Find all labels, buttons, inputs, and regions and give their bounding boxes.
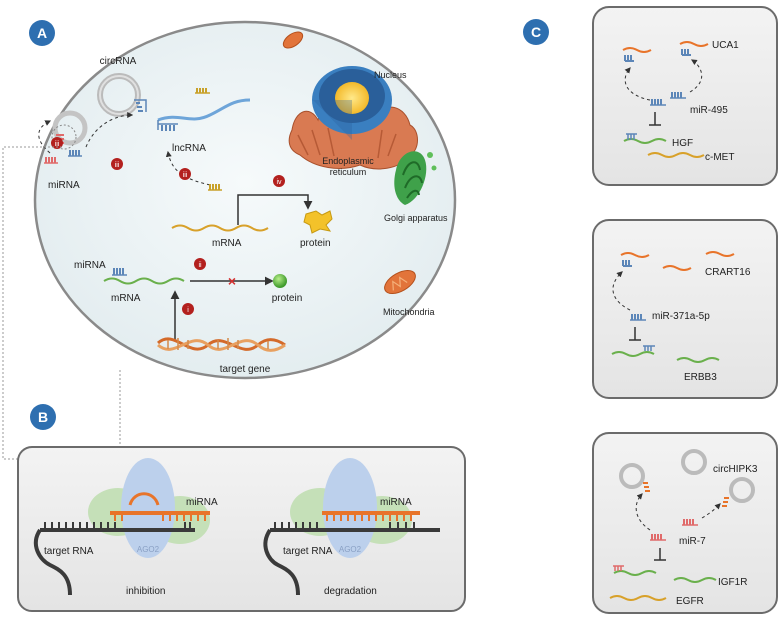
step-iii-left-2: iii bbox=[111, 158, 123, 170]
golgi-apparatus bbox=[394, 151, 437, 205]
blocked-mark: × bbox=[228, 273, 236, 289]
label-lncrna: lncRNA bbox=[172, 143, 206, 154]
svg-text:B: B bbox=[38, 409, 48, 425]
label-mrna-bottom: mRNA bbox=[111, 293, 141, 304]
step-iii-left-1: iii bbox=[51, 137, 63, 149]
label-target-gene: target gene bbox=[220, 364, 271, 375]
ago-complex-degradation: AGO2 bbox=[263, 458, 440, 596]
label-mirna-bottom: miRNA bbox=[74, 260, 106, 271]
label-mitochondria: Mitochondria bbox=[383, 307, 435, 317]
label-degradation: degradation bbox=[324, 586, 377, 597]
label-erbb3: ERBB3 bbox=[684, 372, 717, 383]
mitochondria-top bbox=[282, 31, 304, 49]
svg-text:iii: iii bbox=[183, 172, 188, 179]
box-uca1 bbox=[592, 6, 778, 186]
mrna-top bbox=[171, 224, 269, 232]
protein-top bbox=[303, 210, 333, 234]
dna-helix bbox=[157, 337, 286, 352]
ago-label-left: AGO2 bbox=[137, 545, 160, 554]
mirna-bottom bbox=[112, 268, 127, 276]
svg-text:iii: iii bbox=[115, 162, 120, 169]
label-golgi: Golgi apparatus bbox=[384, 213, 448, 223]
svg-text:iv: iv bbox=[276, 179, 282, 186]
label-er-line1: Endoplasmic bbox=[322, 156, 374, 166]
step-iii-mid: iii bbox=[179, 168, 191, 180]
svg-text:iii: iii bbox=[55, 141, 60, 148]
label-circhipk3: circHIPK3 bbox=[713, 464, 758, 475]
panel-c: C UCA1 miR-495 HGF c-MET bbox=[523, 6, 778, 614]
label-er-line2: reticulum bbox=[330, 167, 367, 177]
label-nucleus: Nucleus bbox=[374, 70, 407, 80]
svg-text:A: A bbox=[37, 25, 47, 41]
mitochondria-bottom bbox=[384, 269, 416, 295]
protein-bottom bbox=[273, 274, 287, 288]
label-target-rna-left: target RNA bbox=[44, 546, 94, 557]
svg-text:i: i bbox=[187, 307, 189, 314]
label-mirna-b-left: miRNA bbox=[186, 497, 218, 508]
svg-text:ii: ii bbox=[198, 262, 202, 269]
step-i: i bbox=[182, 303, 194, 315]
box-crart16 bbox=[592, 219, 778, 399]
badge-b: B bbox=[30, 404, 56, 430]
mirna-lnc-target bbox=[208, 184, 222, 191]
step-iv: iv bbox=[273, 175, 285, 187]
label-mirna-b-right: miRNA bbox=[380, 497, 412, 508]
ago-label-right: AGO2 bbox=[339, 545, 362, 554]
step-ii: ii bbox=[194, 258, 206, 270]
label-inhibition: inhibition bbox=[126, 586, 165, 597]
badge-c: C bbox=[523, 19, 549, 45]
label-egfr: EGFR bbox=[676, 596, 704, 607]
label-igf1r: IGF1R bbox=[718, 577, 747, 588]
label-mirna-left: miRNA bbox=[48, 180, 80, 191]
lncrna bbox=[157, 88, 251, 131]
label-c-met: c-MET bbox=[705, 152, 734, 163]
label-crart16: CRART16 bbox=[705, 267, 751, 278]
mirna-left-blue bbox=[68, 150, 82, 157]
mirna-left-red bbox=[44, 157, 58, 164]
svg-text:C: C bbox=[531, 24, 541, 40]
box-circhipk3 bbox=[592, 432, 778, 614]
circrna-top bbox=[97, 73, 147, 117]
label-mir-371a: miR-371a-5p bbox=[652, 311, 710, 322]
ago-complex-inhibition: AGO2 bbox=[33, 458, 210, 596]
label-uca1: UCA1 bbox=[712, 40, 739, 51]
connector-a-b bbox=[2, 146, 121, 460]
label-mir-7: miR-7 bbox=[679, 536, 706, 547]
panel-a: A circRNA miRNA bbox=[2, 20, 457, 460]
mrna-bottom bbox=[103, 277, 185, 285]
label-protein-top: protein bbox=[300, 238, 331, 249]
panel-b: B AGO2 miRNA target RNA inhibition AGO2 bbox=[17, 404, 466, 612]
badge-a: A bbox=[29, 20, 55, 46]
label-hgf: HGF bbox=[672, 138, 693, 149]
label-mrna-top: mRNA bbox=[212, 238, 242, 249]
label-mir-495: miR-495 bbox=[690, 105, 728, 116]
label-target-rna-right: target RNA bbox=[283, 546, 333, 557]
nucleus-er bbox=[288, 66, 418, 170]
label-protein-bottom: protein bbox=[272, 293, 303, 304]
label-circrna: circRNA bbox=[100, 56, 137, 67]
